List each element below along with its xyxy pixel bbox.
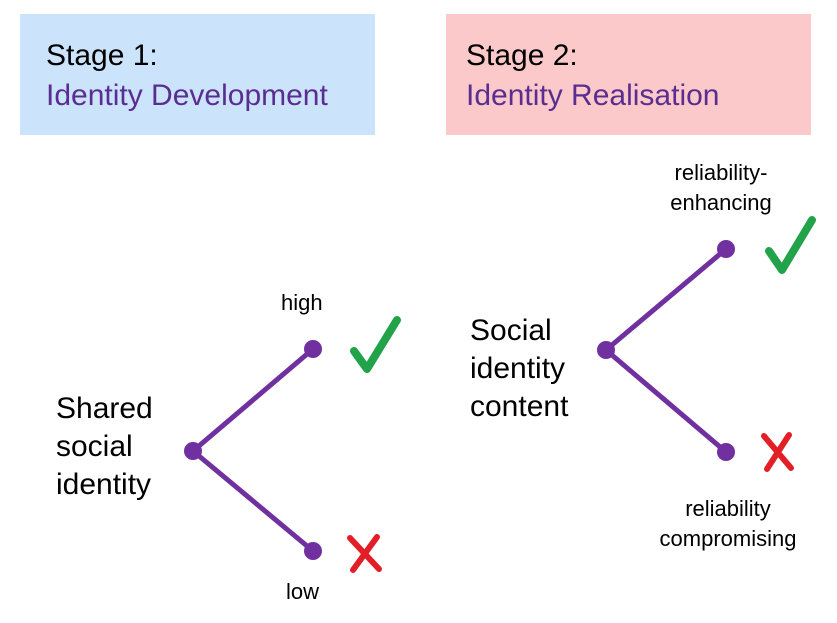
tree-2-root-label: Social identity content [470, 312, 568, 426]
stage-1-name: Identity Development [46, 79, 328, 112]
tree-2-lower-label: reliability compromising [643, 494, 813, 554]
stage-2-label: Stage 2: [466, 39, 578, 72]
tree-2-lower-label-line: compromising [659, 526, 797, 551]
tree-1-root-line: Shared [56, 392, 153, 425]
tree-2-root-line: content [470, 390, 569, 423]
tree-1-root-line: social [56, 430, 133, 463]
tree-1-root-node [184, 442, 202, 460]
stage-2-box: Stage 2: Identity Realisation [446, 14, 811, 135]
tree-1 [184, 316, 401, 573]
tree-2-lower-label-line: reliability [685, 496, 771, 521]
tree-2-upper-node [717, 240, 735, 258]
tree-1-upper-label: high [281, 290, 323, 315]
check-icon [350, 316, 401, 373]
stage-2-name: Identity Realisation [466, 79, 720, 112]
tree-1-lower-branch [190, 448, 316, 554]
tree-2-upper-branch [603, 246, 729, 353]
cross-icon [347, 534, 382, 573]
tree-1-upper-node [304, 340, 322, 358]
tree-2-upper-label: reliability- enhancing [646, 158, 796, 218]
tree-1-root-label: Shared social identity [56, 390, 153, 504]
tree-2-lower-node [717, 443, 735, 461]
check-icon [765, 216, 816, 274]
cross-icon [761, 432, 794, 472]
tree-2 [597, 216, 816, 472]
tree-2-upper-label-line: reliability- [674, 160, 768, 185]
tree-1-root-line: identity [56, 468, 152, 501]
tree-2-root-line: identity [470, 352, 566, 385]
stage-1-label: Stage 1: [46, 39, 158, 72]
tree-2-upper-label-line: enhancing [670, 190, 772, 215]
stage-1-box: Stage 1: Identity Development [20, 14, 375, 135]
tree-1-lower-label: low [286, 579, 320, 604]
tree-2-root-node [597, 341, 615, 359]
tree-2-lower-branch [603, 347, 729, 455]
tree-1-upper-branch [190, 346, 316, 454]
tree-1-lower-node [304, 542, 322, 560]
tree-2-root-line: Social [470, 314, 552, 347]
